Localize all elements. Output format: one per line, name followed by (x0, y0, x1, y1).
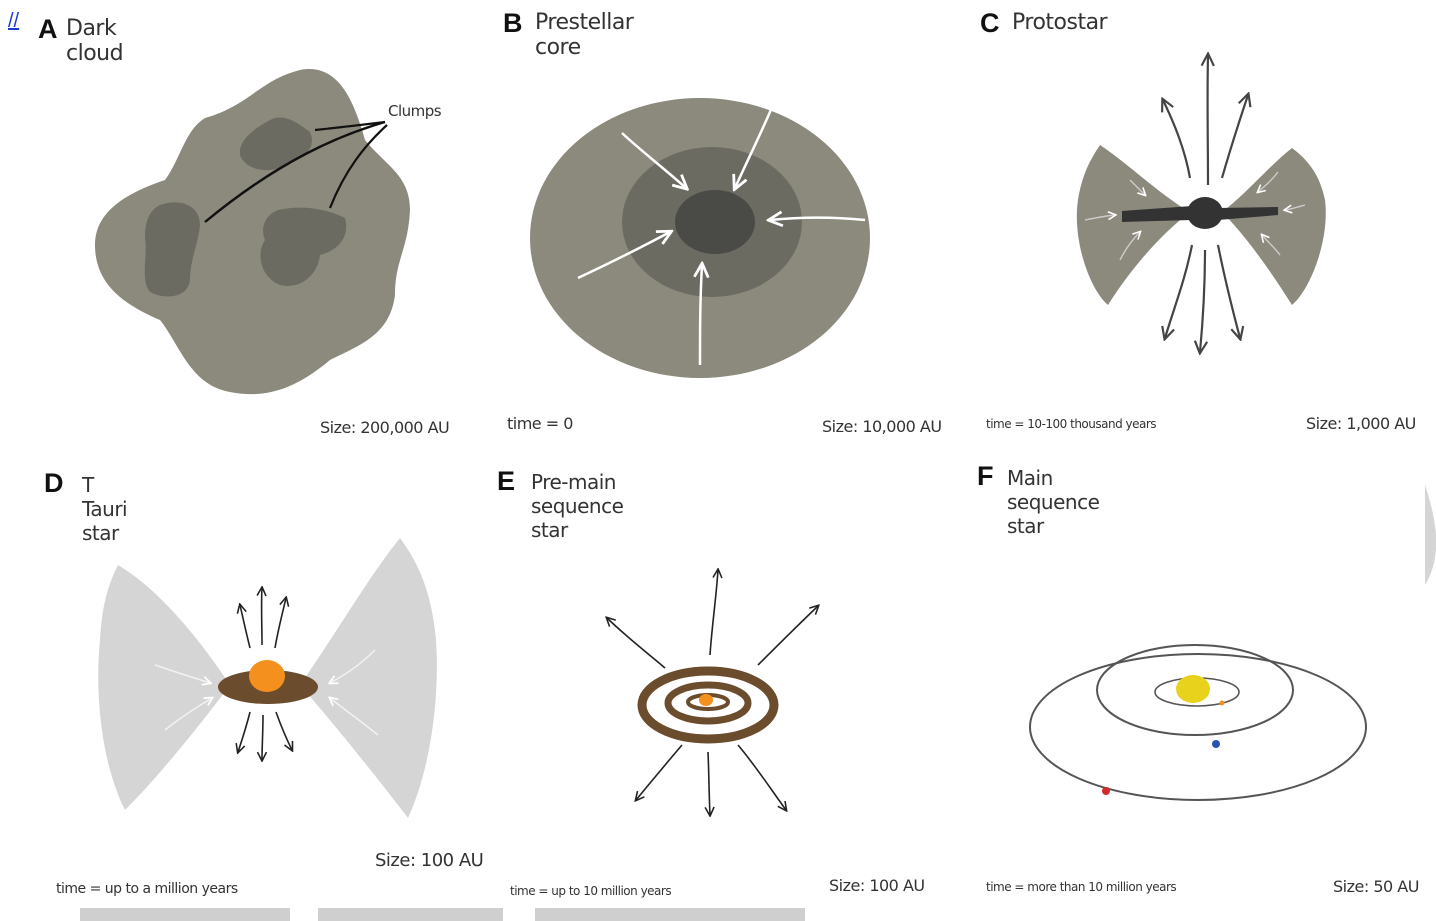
outflow-arrow (1200, 250, 1205, 352)
planet-inner (1220, 701, 1225, 706)
edge-artifact (80, 908, 290, 921)
right-envelope (1222, 148, 1326, 305)
panel-title: Dark cloud (66, 16, 123, 66)
outflow-arrow (1218, 245, 1240, 338)
panel-letter: A (38, 14, 58, 45)
panel-title: Prestellar core (535, 10, 633, 60)
edge-artifact (318, 908, 503, 921)
edge-artifact (535, 908, 805, 921)
protostar-illustration (1077, 55, 1326, 352)
outflow-arrow (1165, 245, 1192, 338)
panel-letter: F (977, 461, 994, 492)
outflow-arrow (1163, 100, 1190, 178)
corner-link[interactable]: // (8, 10, 19, 33)
clumps-label: Clumps (388, 102, 441, 120)
t-tauri-illustration (98, 538, 437, 818)
outflow-arrow (758, 606, 818, 665)
panel-title: Pre-main sequence star (531, 470, 623, 542)
outflow-arrow (240, 605, 250, 648)
planet-red (1102, 787, 1110, 795)
dark-cloud-illustration (95, 69, 410, 394)
time-label: time = 0 (507, 414, 573, 433)
time-label: time = more than 10 million years (986, 880, 1176, 894)
time-label: time = 10-100 thousand years (986, 417, 1156, 431)
size-label: Size: 50 AU (1333, 877, 1419, 896)
main-sequence-illustration (1030, 645, 1366, 800)
outflow-arrow (710, 570, 718, 655)
panel-letter: C (980, 8, 1000, 39)
planet-blue (1212, 740, 1220, 748)
time-label: time = up to a million years (56, 881, 238, 897)
panel-letter: E (497, 466, 515, 497)
cloud-body (95, 69, 410, 394)
right-lobe (300, 538, 437, 818)
time-label: time = up to 10 million years (510, 884, 671, 898)
panel-title: T Tauri star (82, 473, 127, 545)
panel-title: Protostar (1012, 10, 1107, 35)
star (699, 694, 713, 706)
left-lobe (98, 565, 230, 810)
core-center (675, 190, 755, 254)
left-envelope (1077, 145, 1190, 305)
size-label: Size: 10,000 AU (822, 417, 942, 436)
outflow-arrow (238, 712, 250, 752)
pre-main-sequence-illustration (607, 570, 818, 815)
prestellar-core-illustration (530, 98, 870, 378)
outflow-arrow (275, 598, 286, 648)
panel-title: Main sequence star (1007, 466, 1099, 538)
protostar (1187, 197, 1223, 229)
outflow-arrow (262, 715, 263, 760)
outflow-arrow (276, 712, 292, 750)
sun (1176, 675, 1210, 703)
size-label: Size: 100 AU (375, 850, 483, 871)
star (249, 660, 285, 692)
edge-artifact (1425, 485, 1436, 585)
outflow-arrow (738, 745, 786, 810)
outflow-arrow (636, 745, 682, 800)
panel-letter: B (503, 8, 523, 39)
outflow-arrow (708, 752, 710, 815)
outflow-arrow (1222, 95, 1248, 178)
size-label: Size: 1,000 AU (1306, 414, 1416, 433)
panel-letter: D (44, 468, 64, 499)
size-label: Size: 200,000 AU (320, 418, 449, 437)
outflow-arrow (607, 618, 665, 668)
size-label: Size: 100 AU (829, 876, 925, 895)
